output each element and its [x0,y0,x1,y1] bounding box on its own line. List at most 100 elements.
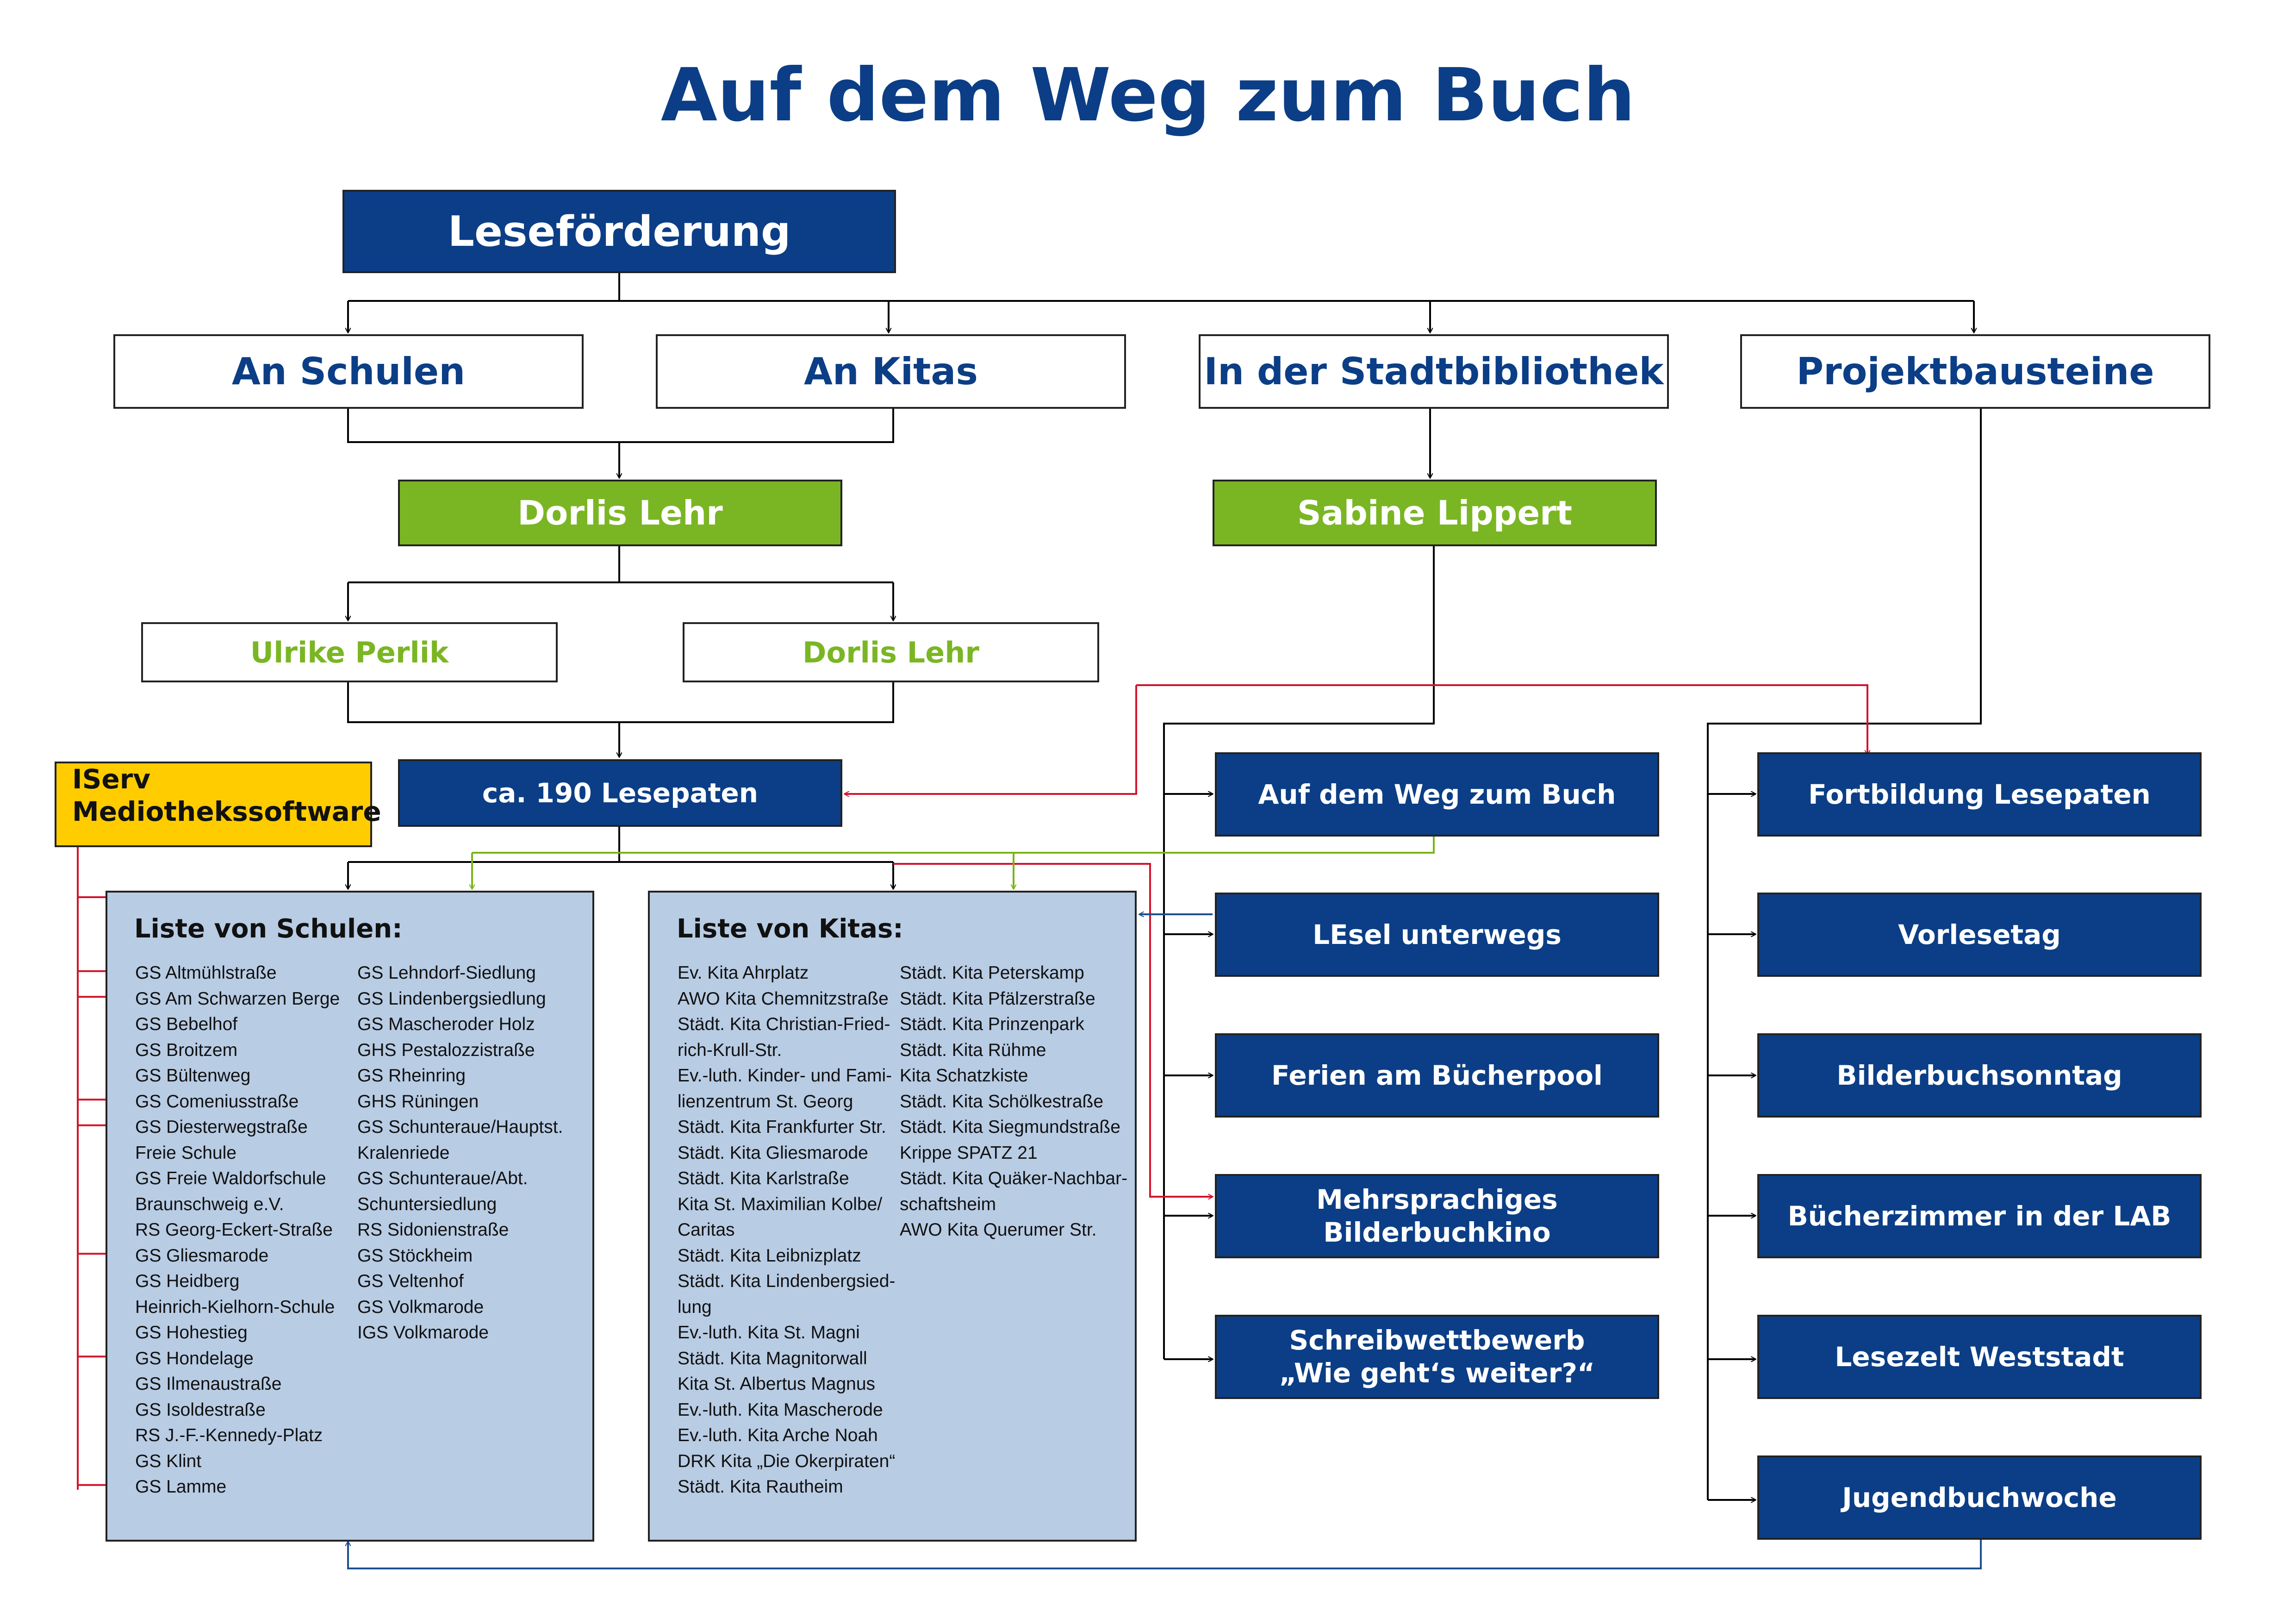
person-sabine-lippert: Sabine Lippert [1213,480,1657,546]
list-item: Ev.-luth. Kita Mascherode [678,1399,883,1420]
list-item: GS Altmühlstraße [135,963,277,983]
person-dorlis-lehr: Dorlis Lehr [398,480,842,546]
stb-item-1-label: Auf dem Weg zum Buch [1258,778,1616,810]
list-item: lienzentrum St. Georg [678,1091,853,1112]
list-item: DRK Kita „Die Okerpiraten“ [678,1451,896,1471]
list-item: GS Freie Waldorfschule [135,1168,326,1188]
branch-kitas-label: An Kitas [804,350,978,393]
list-item: Städt. Kita Siegmundstraße [900,1117,1120,1137]
list-item: AWO Kita Querumer Str. [900,1220,1097,1240]
page-title: Auf dem Weg zum Buch [660,53,1636,138]
list-item: rich-Krull-Str. [678,1040,782,1060]
list-item: Ev.-luth. Kita Arche Noah [678,1425,878,1445]
iserv-box: IServ Mediothekssoftware [55,762,381,847]
list-item: GS Hondelage [135,1348,254,1368]
list-item: GS Bültenweg [135,1066,251,1086]
list-item: Schuntersiedlung [357,1194,497,1214]
connector-sabine-bus [1163,546,1435,1359]
list-item: Kita St. Maximilian Kolbe/ [678,1194,883,1214]
person-ulrike-perlik: Ulrike Perlik [141,622,558,682]
list-item: GS Mascheroder Holz [357,1014,535,1034]
pb-item-6: Jugendbuchwoche [1757,1455,2202,1540]
list-item: Städt. Kita Rühme [900,1040,1046,1060]
pb-item-1: Fortbildung Lesepaten [1757,752,2202,837]
list-item: GS Klint [135,1451,202,1471]
list-item: Heinrich-Kielhorn-Schule [135,1297,335,1317]
list-item: GS Gliesmarode [135,1245,269,1266]
stb-item-4-line-2: Bilderbuchkino [1323,1217,1551,1248]
pb-item-2-label: Vorlesetag [1898,919,2061,950]
person-sabine-lippert-label: Sabine Lippert [1297,493,1573,532]
iserv-line-2: Mediothekssoftware [72,795,381,827]
root-label: Leseförderung [448,207,791,256]
pb-item-3: Bilderbuchsonntag [1757,1033,2202,1118]
list-item: GS Isoldestraße [135,1399,266,1420]
list-item: Krippe SPATZ 21 [900,1143,1038,1163]
person-ulrike-perlik-label: Ulrike Perlik [250,635,449,669]
schulen-list-col-2: GS Lehndorf-Siedlung GS Lindenbergsiedlun… [357,960,563,1346]
list-item: GS Schunteraue/Abt. [357,1168,528,1188]
stb-item-3: Ferien am Bücherpool [1215,1033,1659,1118]
list-item: GS Lindenbergsiedlung [357,988,546,1009]
list-item: Städt. Kita Peterskamp [900,963,1084,983]
list-item: GS Ilmenaustraße [135,1374,282,1394]
list-item: Kita St. Albertus Magnus [678,1374,876,1394]
list-item: Städt. Kita Gliesmarode [678,1143,868,1163]
list-item: Ev. Kita Ahrplatz [678,963,809,983]
stb-item-5: Schreibwettbewerb „Wie geht‘s weiter?“ [1215,1315,1659,1399]
connector-projekt-bus [1707,409,1982,1500]
list-item: RS Georg-Eckert-Straße [135,1220,333,1240]
list-item: Städt. Kita Magnitorwall [678,1348,867,1368]
branch-projektbausteine: Projektbausteine [1740,334,2210,409]
list-item: GS Comeniusstraße [135,1091,299,1112]
person-dorlis-lehr-label: Dorlis Lehr [517,493,723,532]
list-item: GS Broitzem [135,1040,238,1060]
list-item: Städt. Kita Pfälzerstraße [900,988,1095,1009]
list-item: Ev.-luth. Kinder- und Fami- [678,1066,892,1086]
list-item: schaftsheim [900,1194,996,1214]
stb-item-5-line-2: „Wie geht‘s weiter?“ [1279,1357,1595,1389]
pb-item-5: Lesezelt Weststadt [1757,1315,2202,1399]
branch-schulen: An Schulen [113,334,584,409]
list-item: GS Bebelhof [135,1014,238,1034]
list-item: AWO Kita Chemnitzstraße [678,988,889,1009]
list-item: Städt. Kita Quäker-Nachbar- [900,1168,1128,1188]
list-item: Städt. Kita Karlstraße [678,1168,849,1188]
list-item: GS Schunteraue/Hauptst. [357,1117,563,1137]
lesepaten-label: ca. 190 Lesepaten [482,777,759,809]
connector-blue-jugendbuchwoche [348,1536,1982,1569]
list-item: GS Volkmarode [357,1297,484,1317]
stb-item-2-label: LEsel unterwegs [1313,918,1562,950]
pb-item-5-label: Lesezelt Weststadt [1835,1341,2124,1373]
list-item: Städt. Kita Schölkestraße [900,1091,1104,1112]
pb-item-4: Bücherzimmer in der LAB [1757,1174,2202,1258]
stb-item-3-label: Ferien am Bücherpool [1271,1059,1603,1091]
list-item: GS Lehndorf-Siedlung [357,963,536,983]
connector-root-branches [348,273,1974,302]
list-item: GS Hohestieg [135,1323,248,1343]
connector-green-weg-zum-buch [472,829,1435,854]
kitas-list-title: Liste von Kitas: [677,914,903,944]
pb-item-3-label: Bilderbuchsonntag [1836,1060,2122,1091]
list-item: GS Am Schwarzen Berge [135,988,340,1009]
list-item: IGS Volkmarode [357,1323,489,1343]
person-dorlis-lehr-2: Dorlis Lehr [683,622,1099,682]
list-item: Freie Schule [135,1143,236,1163]
stb-item-4: Mehrsprachiges Bilderbuchkino [1215,1174,1659,1258]
pb-item-6-label: Jugendbuchwoche [1842,1482,2117,1513]
iserv-line-1: IServ [72,763,151,795]
connector-lesepaten-lists [348,827,893,863]
list-item: GHS Pestalozzistraße [357,1040,535,1060]
list-item: Städt. Kita Rautheim [678,1477,843,1497]
list-item: Braunschweig e.V. [135,1194,284,1214]
connector-red-fortbildung-lesepaten [845,685,1137,794]
connector-to-lesepaten [347,682,894,757]
stb-item-5-line-1: Schreibwettbewerb [1289,1324,1585,1356]
list-item: RS Sidonienstraße [357,1220,509,1240]
list-item: Städt. Kita Lindenbergsied- [678,1271,896,1291]
list-item: Caritas [678,1220,735,1240]
